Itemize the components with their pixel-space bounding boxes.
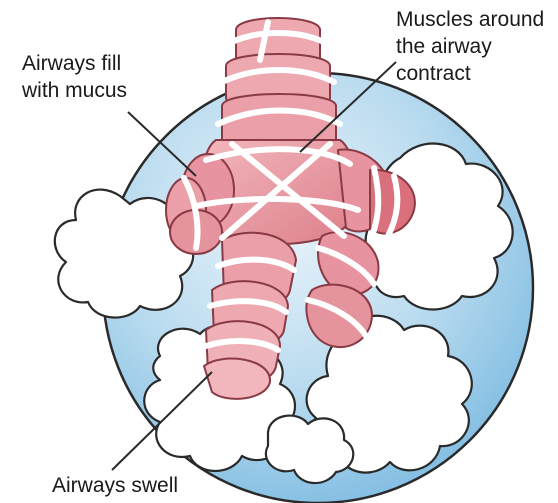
label-airways-swell: Airways swell bbox=[52, 472, 178, 499]
label-swell-line: Airways swell bbox=[52, 472, 178, 499]
label-muscles-line-1: Muscles around bbox=[396, 6, 544, 33]
label-muscles-line-3: contract bbox=[396, 60, 544, 87]
label-mucus-line-2: with mucus bbox=[22, 77, 127, 104]
label-mucus-line-1: Airways fill bbox=[22, 50, 127, 77]
label-muscles-contract: Muscles around the airway contract bbox=[396, 6, 544, 87]
label-muscles-line-2: the airway bbox=[396, 33, 544, 60]
label-airways-fill-with-mucus: Airways fill with mucus bbox=[22, 50, 127, 104]
